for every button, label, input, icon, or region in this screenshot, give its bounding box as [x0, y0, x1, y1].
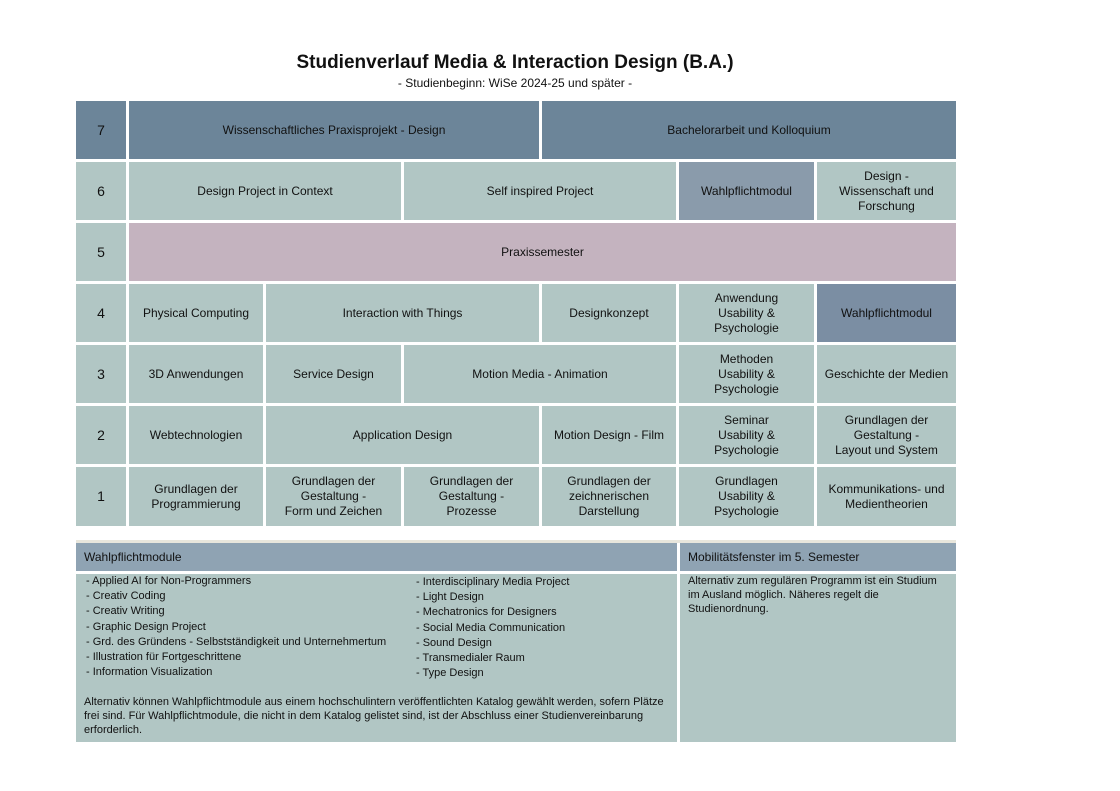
list-item: - Graphic Design Project [86, 620, 206, 633]
mobilitaet-heading: Mobilitätsfenster im 5. Semester [680, 543, 956, 571]
wahlpflicht-note: Alternativ können Wahlpflichtmodule aus … [84, 696, 664, 736]
module-motion-design-film: Motion Design - Film [542, 406, 676, 464]
module-geschichte-medien: Geschichte der Medien [817, 345, 956, 403]
semester-7-label: 7 [76, 101, 126, 159]
semester-6-label: 6 [76, 162, 126, 220]
module-praxissemester: Praxissemester [129, 223, 956, 281]
wahlpflicht-list-2: - Interdisciplinary Media Project - Ligh… [416, 575, 569, 681]
page-subtitle: - Studienbeginn: WiSe 2024-25 und später… [397, 76, 633, 90]
module-physical-computing: Physical Computing [129, 284, 263, 342]
divider [76, 540, 956, 543]
module-kommunikationstheorien: Kommunikations- und Medientheorien [817, 467, 956, 526]
mobilitaet-text: Alternativ zum regulären Programm ist ei… [688, 575, 937, 615]
list-item: - Type Design [416, 667, 484, 680]
module-seminar-usability: Seminar Usability & Psychologie [679, 406, 814, 464]
semester-4-label: 4 [76, 284, 126, 342]
module-design-project-context: Design Project in Context [129, 162, 401, 220]
module-interaction-things: Interaction with Things [266, 284, 539, 342]
module-praxisprojekt: Wissenschaftliches Praxisprojekt - Desig… [129, 101, 539, 159]
module-designkonzept: Designkonzept [542, 284, 676, 342]
module-application-design: Application Design [266, 406, 539, 464]
list-item: - Grd. des Gründens - Selbstständigkeit … [86, 635, 387, 648]
list-item: - Information Visualization [86, 666, 213, 679]
study-plan-grid: 7 Wissenschaftliches Praxisprojekt - Des… [76, 101, 956, 526]
module-bachelorarbeit: Bachelorarbeit und Kolloquium [542, 101, 956, 159]
module-self-inspired: Self inspired Project [404, 162, 676, 220]
semester-3-label: 3 [76, 345, 126, 403]
module-anwendung-usability: Anwendung Usability & Psychologie [679, 284, 814, 342]
list-item: - Interdisciplinary Media Project [416, 576, 570, 588]
module-wahlpflicht-6: Wahlpflichtmodul [679, 162, 814, 220]
list-item: - Creativ Coding [86, 590, 166, 603]
module-3d-anwendungen: 3D Anwendungen [129, 345, 263, 403]
module-gestaltung-form: Grundlagen der Gestaltung - Form und Zei… [266, 467, 401, 526]
module-service-design: Service Design [266, 345, 401, 403]
module-gestaltung-prozesse: Grundlagen der Gestaltung - Prozesse [404, 467, 539, 526]
module-design-wissenschaft: Design - Wissenschaft und Forschung [817, 162, 956, 220]
module-webtechnologien: Webtechnologien [129, 406, 263, 464]
semester-1-label: 1 [76, 467, 126, 526]
list-item: - Illustration für Fortgeschrittene [86, 651, 242, 664]
module-methoden-usability: Methoden Usability & Psychologie [679, 345, 814, 403]
semester-2-label: 2 [76, 406, 126, 464]
list-item: - Social Media Communication [416, 621, 566, 634]
list-item: - Transmedialer Raum [416, 652, 525, 665]
module-zeichnerische-darstellung: Grundlagen der zeichnerischen Darstellun… [542, 467, 676, 526]
module-gestaltung-layout: Grundlagen der Gestaltung - Layout und S… [817, 406, 956, 464]
list-item: - Applied AI for Non-Programmers [86, 575, 252, 587]
module-motion-media: Motion Media - Animation [404, 345, 676, 403]
wahlpflicht-list-1: - Applied AI for Non-Programmers - Creat… [86, 574, 386, 680]
wahlpflicht-heading: Wahlpflichtmodule [76, 543, 677, 571]
page-title: Studienverlauf Media & Interaction Desig… [296, 52, 734, 73]
module-programmierung: Grundlagen der Programmierung [129, 467, 263, 526]
wahlpflicht-panel: - Applied AI for Non-Programmers - Creat… [76, 574, 677, 742]
module-wahlpflicht-4: Wahlpflichtmodul [817, 284, 956, 342]
list-item: - Sound Design [416, 636, 492, 649]
module-grundlagen-usability: Grundlagen Usability & Psychologie [679, 467, 814, 526]
mobilitaet-panel: Alternativ zum regulären Programm ist ei… [680, 574, 956, 742]
semester-5-label: 5 [76, 223, 126, 281]
list-item: - Mechatronics for Designers [416, 606, 557, 619]
list-item: - Light Design [416, 591, 484, 604]
list-item: - Creativ Writing [86, 605, 165, 618]
